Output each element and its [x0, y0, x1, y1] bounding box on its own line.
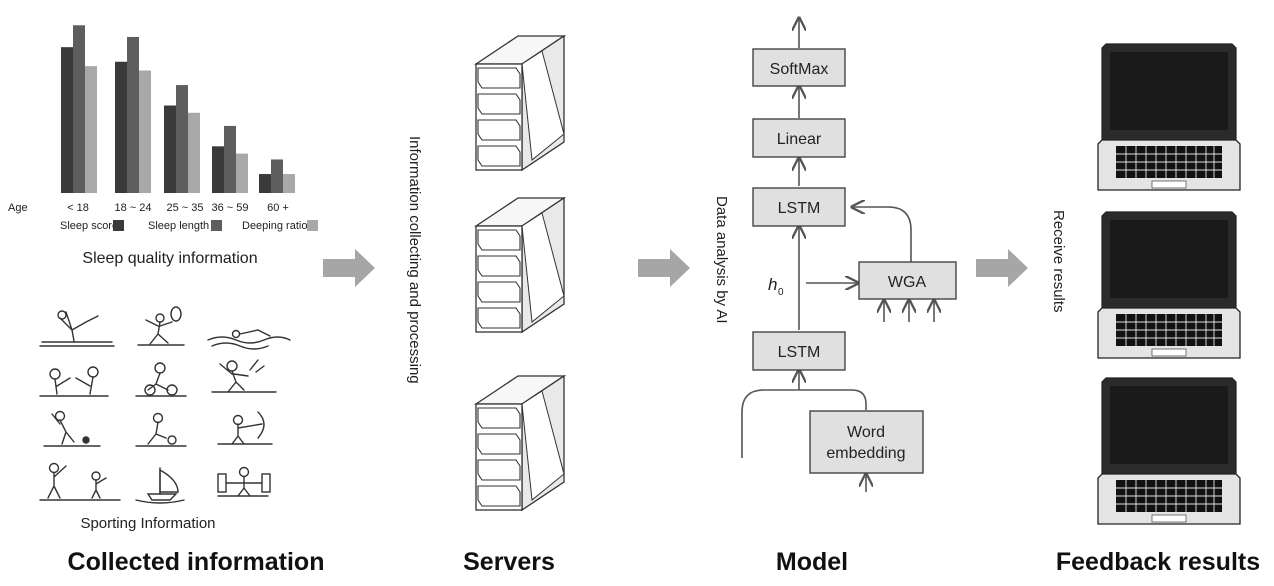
- laptop-icon: [1097, 211, 1241, 359]
- bar-18-24-sleep-score: [115, 61, 127, 193]
- section-feedback: Feedback results: [1055, 548, 1261, 576]
- dancing-icon: [211, 359, 277, 393]
- legend-label: Sleep length: [148, 220, 209, 232]
- shot-put-icon: [43, 410, 101, 447]
- linear-box: [752, 118, 846, 158]
- laptop-icon: [1097, 43, 1241, 191]
- bar-36-59-sleep-score: [212, 146, 224, 193]
- gymnastics-icon: [39, 310, 115, 347]
- model-boxes: [752, 48, 957, 474]
- model-connections: [741, 18, 934, 492]
- sports-grid: [39, 306, 291, 504]
- legend-label: Sleep score: [60, 220, 118, 232]
- wga-label: WGA: [888, 274, 927, 291]
- server-icon: [475, 375, 565, 511]
- tick-label: 36 ~ 59: [211, 202, 248, 214]
- laptop-icon: [1097, 377, 1241, 525]
- receive-results-label: Receive results: [1050, 210, 1067, 313]
- age-axis-label: Age: [8, 202, 28, 214]
- sailing-icon: [135, 467, 185, 504]
- hidden-state-label: h: [768, 275, 777, 294]
- hidden-state-subscript: 0: [778, 287, 784, 298]
- lstm-bottom-box: [752, 331, 846, 371]
- bar-18-sleep-length: [73, 25, 85, 193]
- flow-arrow: [976, 249, 1028, 287]
- legend-label: Deeping ratio: [242, 220, 307, 232]
- softmax-label: SoftMax: [770, 61, 829, 78]
- bar-36-59-deeping-ratio: [236, 153, 248, 193]
- boxing-icon: [39, 366, 109, 397]
- embedding-label-line1: Word: [847, 424, 885, 441]
- server-icon: [475, 197, 565, 333]
- sleep-caption: Sleep quality information: [82, 250, 257, 267]
- lstm-bottom-label: LSTM: [778, 344, 821, 361]
- section-servers: Servers: [463, 548, 555, 576]
- wga-box: [858, 261, 957, 300]
- lstm-top-box: [752, 187, 846, 227]
- sports-caption: Sporting Information: [80, 515, 215, 532]
- tick-label: < 18: [67, 202, 89, 214]
- tick-label: 60 +: [267, 202, 289, 214]
- tennis-icon: [39, 462, 121, 501]
- server-icon: [475, 35, 565, 171]
- bar-18-24-sleep-length: [127, 36, 139, 194]
- bar-25-35-sleep-length: [176, 85, 188, 193]
- legend-swatch: [113, 220, 124, 231]
- bar-25-35-sleep-score: [164, 105, 176, 193]
- bar-60-sleep-score: [259, 174, 271, 193]
- embedding-label-line2: embedding: [826, 445, 905, 462]
- tick-label: 18 ~ 24: [114, 202, 151, 214]
- weightlifting-icon: [217, 466, 271, 497]
- embedding-box: [809, 410, 924, 474]
- bar-60-deeping-ratio: [283, 174, 295, 193]
- legend-swatch: [211, 220, 222, 231]
- collect-process-label: Information collecting and processing: [406, 136, 423, 384]
- legend-swatch: [307, 220, 318, 231]
- sleep-bar-chart: [61, 25, 295, 194]
- cycling-icon: [135, 362, 187, 397]
- section-collected: Collected information: [67, 548, 325, 576]
- linear-label: Linear: [777, 131, 822, 148]
- softmax-box: [752, 48, 846, 87]
- flow-arrow: [638, 249, 690, 287]
- bar-60-sleep-length: [271, 159, 283, 193]
- lstm-top-label: LSTM: [778, 200, 821, 217]
- bar-36-59-sleep-length: [224, 125, 236, 193]
- badminton-icon: [137, 306, 185, 346]
- flow-arrow: [323, 249, 375, 287]
- bar-25-35-deeping-ratio: [188, 112, 200, 193]
- bar-18-deeping-ratio: [85, 66, 97, 193]
- tick-label: 25 ~ 35: [166, 202, 203, 214]
- archery-icon: [217, 411, 273, 445]
- data-analysis-label: Data analysis by AI: [713, 196, 730, 324]
- football-icon: [135, 412, 187, 447]
- bar-18-24-deeping-ratio: [139, 70, 151, 193]
- swimming-icon: [207, 329, 291, 350]
- section-model: Model: [775, 548, 849, 576]
- bar-18-sleep-score: [61, 47, 73, 193]
